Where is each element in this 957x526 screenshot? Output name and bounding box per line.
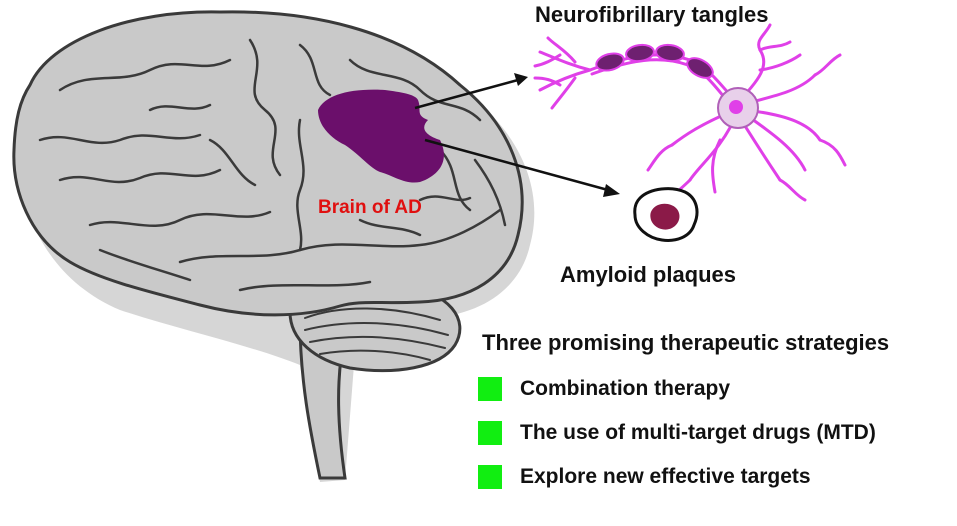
strategy-item: Explore new effective targets bbox=[478, 462, 954, 492]
green-bullet-icon bbox=[478, 421, 502, 445]
arrow-head-tangles bbox=[514, 73, 528, 86]
arrow-to-plaques bbox=[424, 138, 609, 192]
brain-gyri bbox=[38, 38, 507, 292]
arrows bbox=[414, 73, 620, 197]
strategy-text: The use of multi-target drugs (MTD) bbox=[520, 421, 876, 444]
cerebellum-folia bbox=[304, 307, 449, 361]
myelin-sheath bbox=[595, 43, 714, 79]
brain-region-label: Brain of AD bbox=[318, 197, 422, 218]
strategy-item: Combination therapy bbox=[478, 374, 954, 404]
arrow-head-plaques bbox=[603, 184, 620, 197]
plaques-label: Amyloid plaques bbox=[560, 262, 737, 287]
neuron-illustration bbox=[533, 23, 847, 207]
tangles-label: Neurofibrillary tangles bbox=[535, 2, 769, 27]
arrow-to-tangles bbox=[414, 78, 519, 110]
ad-brain-region bbox=[318, 89, 444, 183]
cerebrum bbox=[12, 10, 524, 317]
green-bullet-icon bbox=[478, 377, 502, 401]
strategies-title: Three promising therapeutic strategies bbox=[482, 330, 890, 355]
neuron-nucleus bbox=[729, 100, 743, 114]
strategy-text: Explore new effective targets bbox=[520, 465, 811, 488]
strategy-text: Combination therapy bbox=[520, 377, 731, 400]
green-bullet-icon bbox=[478, 465, 502, 489]
strategies-panel: Three promising therapeutic strategies C… bbox=[478, 330, 954, 506]
amyloid-plaque-core bbox=[650, 203, 680, 230]
strategy-item: The use of multi-target drugs (MTD) bbox=[478, 418, 954, 448]
